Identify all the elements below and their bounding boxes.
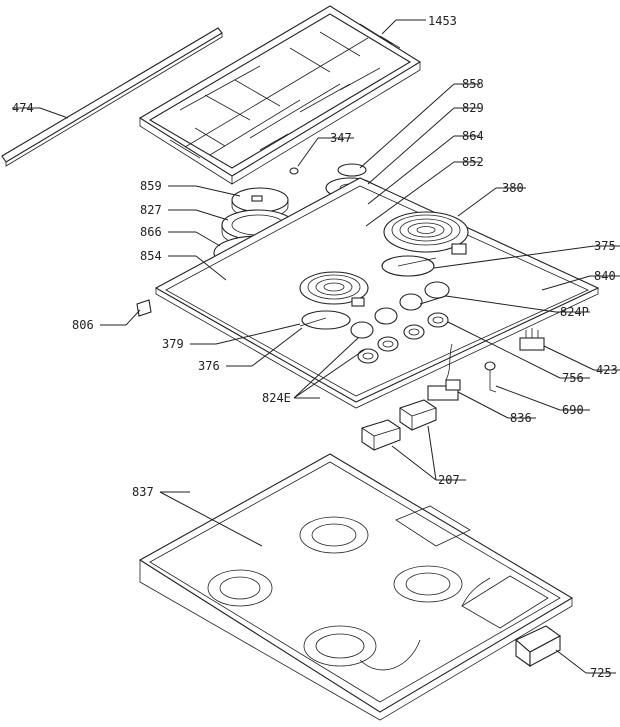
trim-bar-474 bbox=[1, 27, 223, 167]
label-852: 852 bbox=[462, 155, 484, 169]
knobs-824P bbox=[350, 281, 450, 339]
label-725: 725 bbox=[590, 666, 612, 680]
connector-376 bbox=[299, 310, 351, 330]
label-837: 837 bbox=[132, 485, 154, 499]
label-836: 836 bbox=[510, 411, 532, 425]
label-375: 375 bbox=[594, 239, 616, 253]
switch-836 bbox=[427, 343, 461, 401]
radiant-element-379 bbox=[299, 271, 369, 307]
radiant-element-380 bbox=[383, 211, 469, 255]
label-824P: 824P bbox=[560, 305, 589, 319]
label-864: 864 bbox=[462, 129, 484, 143]
label-379: 379 bbox=[162, 337, 184, 351]
label-824E: 824E bbox=[262, 391, 291, 405]
connector-375 bbox=[381, 255, 437, 277]
label-380: 380 bbox=[502, 181, 524, 195]
knob-347 bbox=[289, 167, 299, 175]
label-858: 858 bbox=[462, 77, 484, 91]
label-806: 806 bbox=[72, 318, 94, 332]
label-866: 866 bbox=[140, 225, 162, 239]
label-854: 854 bbox=[140, 249, 162, 263]
label-376: 376 bbox=[198, 359, 220, 373]
clip-806 bbox=[136, 299, 152, 317]
terminal-block-423 bbox=[519, 328, 545, 351]
label-859: 859 bbox=[140, 179, 162, 193]
bottom-tray-837 bbox=[138, 453, 574, 721]
label-840: 840 bbox=[594, 269, 616, 283]
hob-top-panel-840 bbox=[154, 177, 600, 409]
label-474: 474 bbox=[12, 101, 34, 115]
label-690: 690 bbox=[562, 403, 584, 417]
part-labels: 1453 474 858 829 347 864 852 380 859 827… bbox=[12, 14, 618, 680]
pan-support-grid-1453 bbox=[138, 5, 422, 185]
energy-regulators-207 bbox=[361, 399, 437, 451]
knobs-824E bbox=[357, 312, 449, 364]
label-829: 829 bbox=[462, 101, 484, 115]
label-347: 347 bbox=[330, 131, 352, 145]
label-756: 756 bbox=[562, 371, 584, 385]
label-827: 827 bbox=[140, 203, 162, 217]
igniter-690 bbox=[484, 361, 497, 393]
label-423: 423 bbox=[596, 363, 618, 377]
label-1453: 1453 bbox=[428, 14, 457, 28]
label-207: 207 bbox=[438, 473, 460, 487]
connector-block-725 bbox=[514, 625, 562, 668]
leader-lines bbox=[12, 19, 620, 674]
